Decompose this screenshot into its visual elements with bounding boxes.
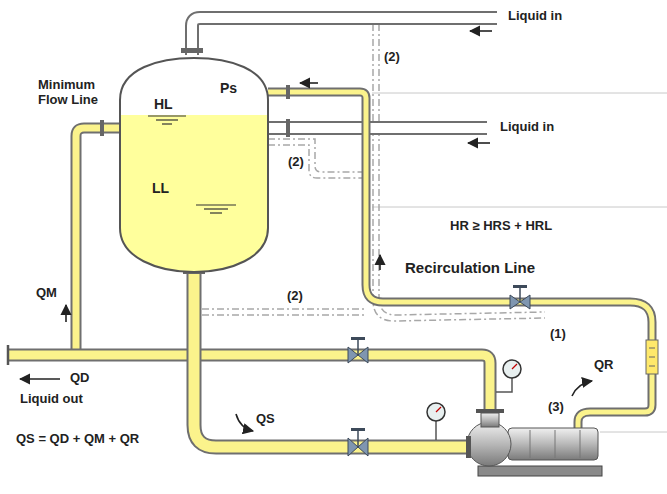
alternative-line — [268, 139, 366, 172]
valve-handle — [513, 285, 527, 288]
guide-line — [600, 432, 667, 433]
flange — [466, 436, 471, 458]
valve-stem — [357, 431, 359, 447]
inlet-pipe — [192, 18, 497, 55]
guide-line — [372, 207, 667, 208]
diagram-label: HR ≥ HRS + HRL — [450, 219, 552, 234]
pump-motor — [580, 430, 581, 458]
diagram-label: QM — [36, 286, 57, 301]
vessel-text: Ps — [220, 80, 237, 96]
diagram-label: Liquid out — [20, 392, 83, 407]
diagram-label: (3) — [548, 400, 564, 415]
pressure-gauge — [503, 360, 521, 378]
gauge-stem — [435, 421, 437, 440]
flow-meter — [649, 357, 655, 358]
level-mark — [162, 123, 172, 124]
flow-meter — [649, 348, 655, 349]
valve-handle — [351, 428, 365, 431]
gauge-needle — [436, 407, 441, 412]
diagram-label: QS — [256, 412, 275, 427]
flow-arrow — [20, 378, 60, 380]
valve-stem — [357, 340, 359, 355]
flow-arrow — [236, 414, 253, 431]
pump-motor — [555, 430, 556, 458]
vessel-outline — [120, 58, 268, 272]
alternative-line — [373, 24, 545, 321]
flow-arrow — [379, 255, 381, 270]
inlet-pipe — [192, 18, 498, 55]
pump-casing — [467, 422, 511, 466]
diagram-label: Liquid in — [500, 120, 554, 135]
diagram-label: (1) — [550, 327, 566, 342]
level-mark — [204, 208, 228, 209]
diagram-label: (2) — [384, 50, 400, 65]
diagram-label: QS = QD + QM + QR — [16, 432, 139, 447]
diagram-label: QR — [594, 358, 614, 373]
flange — [286, 119, 290, 137]
flange — [100, 120, 104, 136]
flow-arrow — [468, 142, 490, 144]
flange — [476, 409, 504, 413]
inlet-pipe — [268, 121, 487, 135]
vessel-liquid — [120, 115, 268, 272]
diagram-label: (2) — [288, 155, 304, 170]
flow-arrow — [470, 30, 492, 32]
diagram-label: Liquid in — [508, 9, 562, 24]
gauge-stem — [496, 378, 512, 392]
diagram-label: (2) — [287, 289, 303, 304]
pump-motor — [508, 428, 598, 460]
level-mark — [156, 119, 178, 120]
recirculation-pipe — [268, 92, 652, 430]
vessel-shell — [120, 58, 268, 272]
flange — [181, 48, 203, 53]
discharge-pipe — [8, 355, 490, 410]
flange — [286, 85, 290, 99]
pump-motor — [530, 430, 531, 458]
vessel-text: HL — [154, 96, 173, 112]
alternative-line — [202, 314, 366, 316]
alternative-line — [202, 308, 366, 310]
flow-meter — [649, 366, 655, 367]
pipe-end — [7, 345, 10, 365]
diagram-label: Recirculation Line — [405, 259, 535, 276]
diagram-label: Minimum Flow Line — [38, 78, 112, 108]
vessel-text: LL — [152, 180, 169, 196]
flow-arrow — [65, 305, 67, 322]
pump-base — [478, 466, 602, 476]
flow-arrow — [300, 82, 318, 84]
alternative-line — [379, 24, 545, 315]
minimum-flow-pipe — [76, 128, 120, 355]
suction-pipe — [194, 272, 470, 447]
minimum-flow-pipe — [76, 128, 120, 356]
vessel-shell — [120, 58, 268, 272]
level-mark — [210, 212, 222, 213]
discharge-pipe — [8, 355, 490, 410]
alternative-line — [268, 145, 366, 178]
pump-nozzle — [481, 413, 499, 427]
flow-meter — [646, 340, 658, 374]
recirculation-pipe — [268, 92, 652, 430]
gauge-needle — [512, 364, 517, 369]
valve-stem — [519, 288, 521, 302]
diagram-label: QD — [70, 371, 90, 386]
level-mark — [196, 204, 236, 205]
guide-line — [372, 93, 667, 94]
vessel-node: HL PsLL — [120, 58, 268, 272]
flow-arrow — [572, 381, 592, 396]
pressure-gauge — [427, 403, 445, 421]
suction-pipe — [194, 268, 470, 447]
valve-handle — [351, 337, 365, 340]
level-mark — [148, 115, 186, 116]
inlet-pipe — [268, 123, 488, 133]
